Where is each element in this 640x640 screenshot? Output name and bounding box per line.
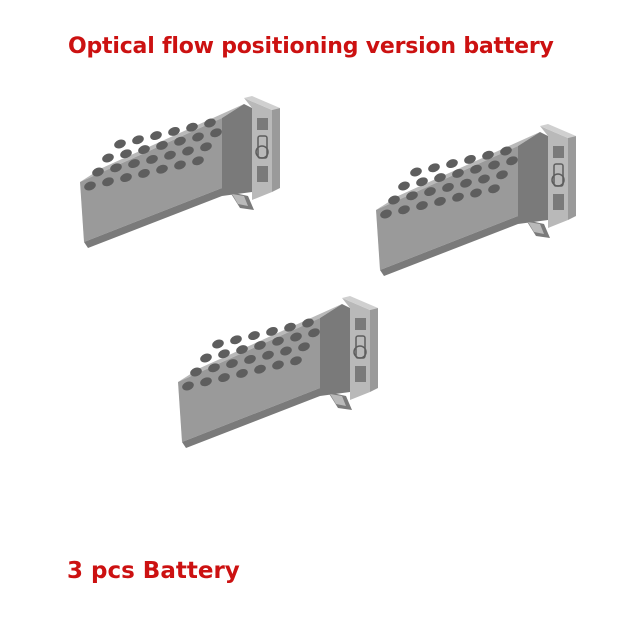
battery-3 [170, 296, 395, 456]
product-title: Optical flow positioning version battery [68, 34, 554, 59]
quantity-caption: 3 pcs Battery [67, 558, 240, 584]
battery-2 [368, 124, 593, 284]
battery-1 [72, 96, 297, 256]
